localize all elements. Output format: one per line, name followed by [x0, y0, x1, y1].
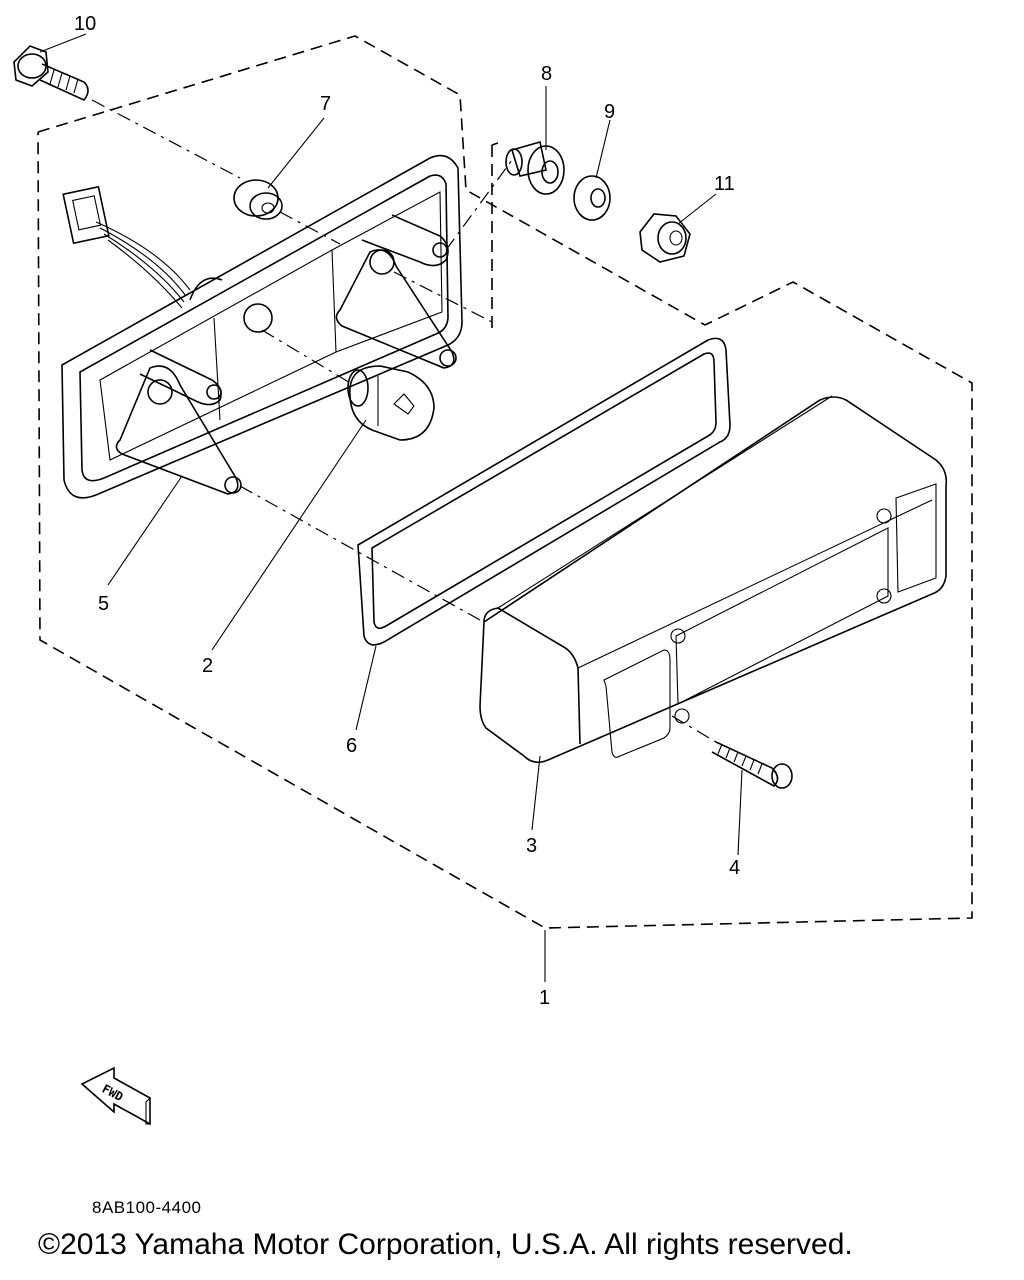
callout-9: 9	[604, 101, 615, 123]
callout-5: 5	[98, 593, 109, 615]
callout-numbers: 1 2 3 4 5 6 7 8 9 10 11	[74, 13, 740, 1009]
assembly-boundary	[37, 35, 973, 929]
callout-1: 1	[539, 987, 550, 1009]
washer	[573, 175, 611, 221]
callout-8: 8	[541, 63, 552, 85]
callout-11: 11	[714, 173, 735, 195]
part-code: 8AB100-4400	[92, 1198, 202, 1217]
callout-4: 4	[729, 857, 740, 879]
gasket	[357, 337, 731, 646]
exploded-parts-diagram: 1 2 3 4 5 6 7 8 9 10 11 FWD	[13, 13, 973, 1126]
lamp-base-housing	[61, 154, 463, 499]
copyright-notice: ©2013 Yamaha Motor Corporation, U.S.A. A…	[38, 1228, 853, 1261]
callout-3: 3	[526, 835, 537, 857]
callout-10: 10	[74, 13, 96, 35]
collar	[505, 140, 565, 195]
screw	[711, 741, 793, 789]
fwd-label: FWD	[100, 1082, 126, 1105]
callout-6: 6	[346, 735, 357, 757]
flange-bolt	[13, 45, 89, 101]
callout-2: 2	[202, 655, 213, 677]
lens	[479, 395, 948, 764]
callout-7: 7	[320, 93, 331, 115]
alignment-lines	[91, 99, 717, 743]
bulb	[347, 365, 435, 441]
leader-lines	[39, 33, 743, 982]
grommet	[233, 179, 283, 220]
fwd-arrow-icon: FWD	[80, 1066, 151, 1126]
nut	[639, 213, 691, 263]
